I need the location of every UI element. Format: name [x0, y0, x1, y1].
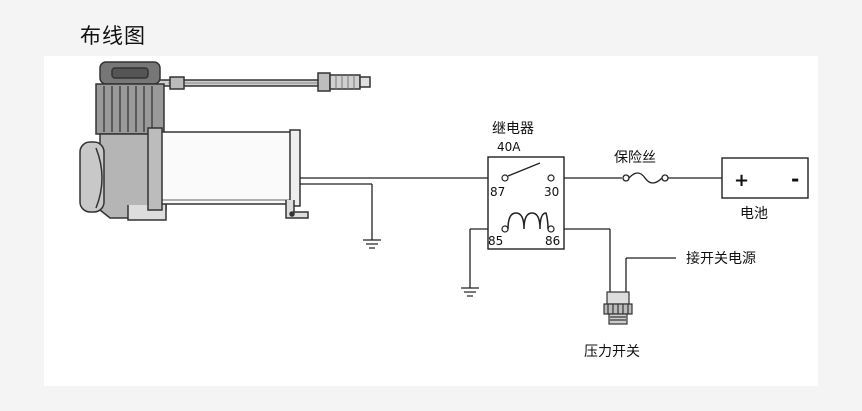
pin-30-label: 30	[544, 185, 559, 199]
pin-87-label: 87	[490, 185, 505, 199]
pressure-switch-label: 压力开关	[584, 344, 640, 360]
relay-rating: 40A	[497, 140, 521, 154]
pin-86-label: 86	[545, 234, 560, 248]
wires	[300, 177, 728, 292]
air-compressor	[79, 61, 371, 221]
battery-label: 电池	[740, 206, 768, 222]
fuse-label: 保险丝	[614, 150, 656, 166]
battery	[721, 157, 809, 199]
battery-plus-label: +	[734, 170, 749, 191]
relay	[487, 156, 565, 250]
ground-symbol-relay	[461, 287, 479, 297]
pin-85-label: 85	[488, 234, 503, 248]
fuse-icon	[622, 172, 669, 184]
ground-symbol-compressor	[363, 239, 381, 249]
diagram-panel	[44, 56, 818, 386]
switch-power-label: 接开关电源	[686, 250, 756, 267]
diagram-title: 布线图	[80, 24, 146, 48]
battery-minus-label: -	[791, 167, 799, 191]
pressure-switch-icon	[603, 291, 633, 325]
relay-label: 继电器	[492, 121, 534, 137]
relay-coil-icon	[507, 212, 549, 230]
